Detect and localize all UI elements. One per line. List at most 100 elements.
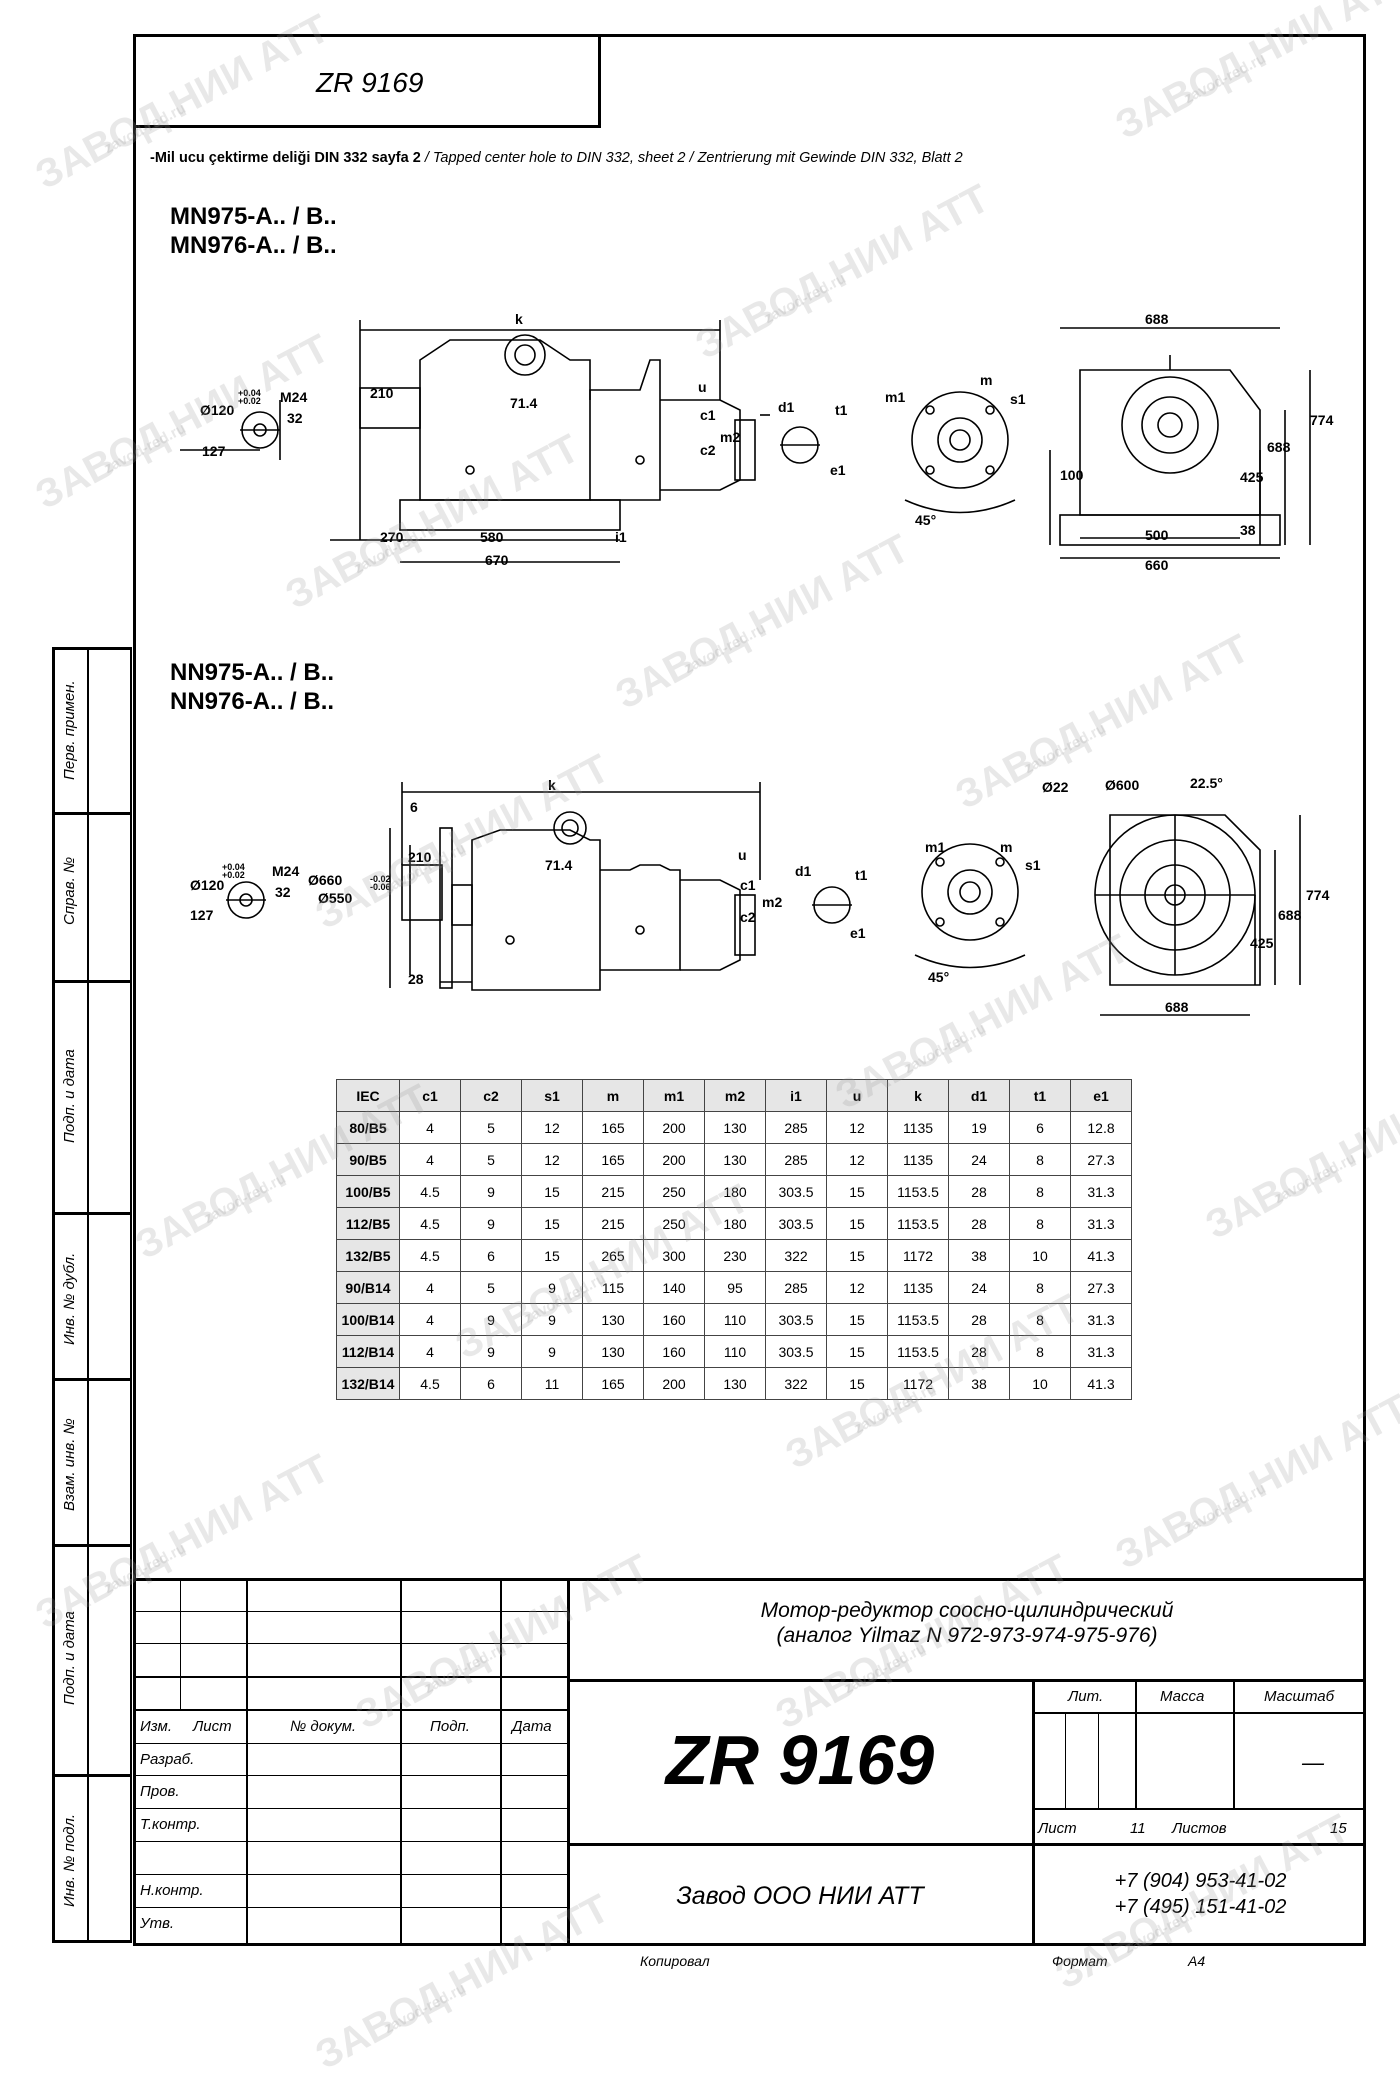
- side-label: Инв. № подл.: [61, 1813, 78, 1907]
- table-cell: 12: [826, 1271, 888, 1304]
- dim-c1: c1: [700, 407, 716, 423]
- note-sep: /: [424, 150, 429, 166]
- col-izm: Изм.: [140, 1718, 172, 1735]
- table-row-header: 90/B5: [336, 1143, 400, 1176]
- dim-d1: d1: [778, 399, 795, 415]
- dim-tol2-up: -0.02: [370, 874, 391, 884]
- dim-210: 210: [408, 849, 432, 865]
- side-label: Подп. и дата: [61, 1611, 78, 1705]
- dim-28: 28: [408, 971, 424, 987]
- gearbox-housing: [471, 829, 601, 991]
- output-shaft: [401, 864, 443, 921]
- table-cell: 12.8: [1070, 1111, 1132, 1144]
- table-cell: 27.3: [1070, 1271, 1132, 1304]
- title-line2: (аналог Yilmaz N 972-973-974-975-976): [776, 1624, 1158, 1647]
- dim-k: k: [548, 777, 556, 793]
- table-cell: 4: [399, 1303, 461, 1336]
- scale-value: —: [1302, 1750, 1324, 1775]
- drawing-code-box: ZR 9169: [133, 34, 601, 128]
- row-tkontr: Т.контр.: [140, 1816, 201, 1833]
- table-cell: 130: [704, 1111, 766, 1144]
- table-cell: 15: [826, 1207, 888, 1240]
- dim-i1: i1: [615, 529, 627, 545]
- dim-774: 774: [1310, 412, 1334, 428]
- table-header-m1: m1: [643, 1079, 705, 1112]
- table-header-c2: c2: [460, 1079, 522, 1112]
- table-cell: 6: [460, 1239, 522, 1272]
- table-header-e1: e1: [1070, 1079, 1132, 1112]
- section1-models: MN975-A.. / B.. MN976-A.. / B..: [170, 202, 337, 260]
- table-cell: 95: [704, 1271, 766, 1304]
- table-cell: 130: [582, 1335, 644, 1368]
- table-header-s1: s1: [521, 1079, 583, 1112]
- table-cell: 5: [460, 1143, 522, 1176]
- table-cell: 110: [704, 1303, 766, 1336]
- table-cell: 9: [460, 1335, 522, 1368]
- gearbox-front-view: [1079, 369, 1261, 516]
- dim-38: 38: [1240, 522, 1256, 538]
- dim-tol-dn: +0.02: [222, 870, 245, 880]
- table-cell: 31.3: [1070, 1335, 1132, 1368]
- table-cell: 9: [521, 1303, 583, 1336]
- drawing-frame: [133, 34, 1366, 1946]
- table-cell: 250: [643, 1207, 705, 1240]
- table-row-header: 100/B14: [336, 1303, 400, 1336]
- col-data: Дата: [512, 1718, 552, 1735]
- table-cell: 1135: [887, 1271, 949, 1304]
- dim-t1: t1: [835, 402, 848, 418]
- table-cell: 322: [765, 1239, 827, 1272]
- side-cell-vzam-inv: Взам. инв. №: [52, 1381, 132, 1547]
- dim-e1: e1: [850, 925, 866, 941]
- table-cell: 1135: [887, 1143, 949, 1176]
- table-cell: 12: [826, 1111, 888, 1144]
- dim-688-top: 688: [1145, 311, 1169, 327]
- dim-k: k: [515, 311, 523, 327]
- dim-127: 127: [190, 907, 214, 923]
- dim-688-side: 688: [1267, 439, 1291, 455]
- table-cell: 12: [521, 1111, 583, 1144]
- table-cell: 200: [643, 1111, 705, 1144]
- dim-m24: M24: [272, 863, 299, 879]
- table-cell: 160: [643, 1335, 705, 1368]
- dim-m1: m1: [925, 839, 945, 855]
- model-name: MN976-A.. / B..: [170, 232, 337, 259]
- table-cell: 24: [948, 1271, 1010, 1304]
- table-cell: 15: [521, 1239, 583, 1272]
- watermark-url: zavod-red.ru: [381, 1979, 469, 2038]
- title-block-code: ZR 9169: [665, 1721, 935, 1799]
- table-cell: 200: [643, 1367, 705, 1400]
- table-cell: 265: [582, 1239, 644, 1272]
- dim-425: 425: [1240, 469, 1264, 485]
- side-label: Перв. примен.: [61, 680, 78, 780]
- table-cell: 15: [826, 1335, 888, 1368]
- table-cell: 28: [948, 1335, 1010, 1368]
- dim-s1: s1: [1025, 857, 1041, 873]
- table-cell: 230: [704, 1239, 766, 1272]
- dim-c2: c2: [700, 442, 716, 458]
- row-razrab: Разраб.: [140, 1751, 195, 1768]
- lit-label: Лит.: [1068, 1688, 1104, 1705]
- table-cell: 15: [826, 1175, 888, 1208]
- table-cell: 285: [765, 1111, 827, 1144]
- dim-45: 45°: [915, 512, 936, 528]
- dim-127: 127: [202, 443, 226, 459]
- dim-tol-up: +0.04: [238, 388, 261, 398]
- table-cell: 15: [521, 1175, 583, 1208]
- table-header-i1: i1: [765, 1079, 827, 1112]
- table-header-m: m: [582, 1079, 644, 1112]
- section2-drawing: Ø120 +0.04 +0.02 M24 32 127 6 k Ø660 Ø55…: [190, 775, 1330, 1016]
- massa-label: Масса: [1160, 1688, 1205, 1705]
- dim-d120: Ø120: [200, 402, 234, 418]
- dim-45: 45°: [928, 969, 949, 985]
- dim-270: 270: [380, 529, 404, 545]
- dim-tol-up: +0.04: [222, 862, 245, 872]
- table-cell: 322: [765, 1367, 827, 1400]
- table-cell: 1153.5: [887, 1175, 949, 1208]
- table-cell: 130: [704, 1143, 766, 1176]
- table-cell: 8: [1009, 1271, 1071, 1304]
- drawing-title: Мотор-редуктор соосно-цилиндрический (ан…: [568, 1598, 1366, 1648]
- table-cell: 1172: [887, 1239, 949, 1272]
